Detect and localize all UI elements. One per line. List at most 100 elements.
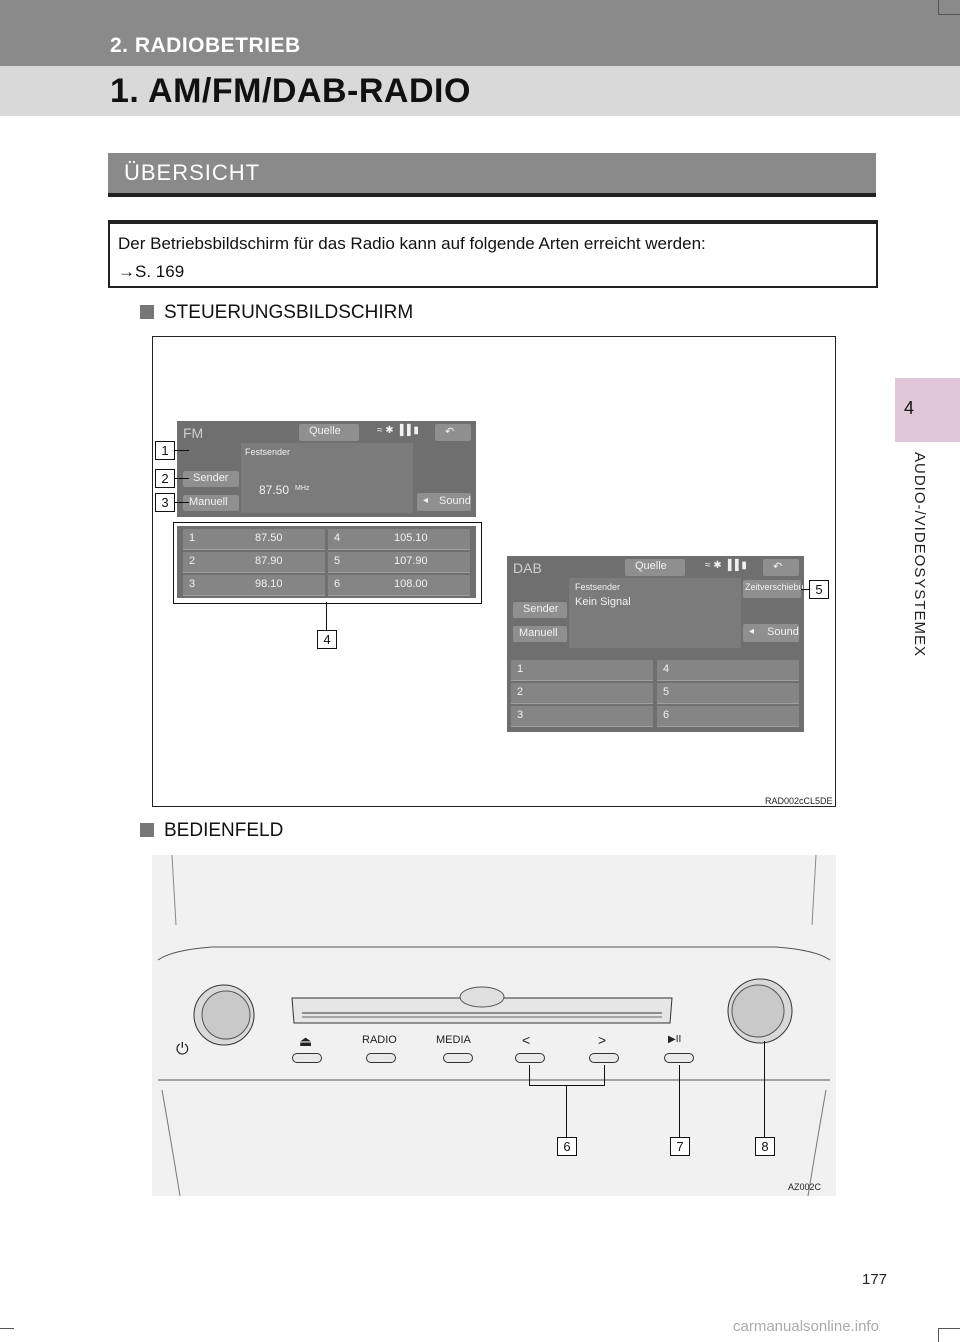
callout-leader <box>566 1085 567 1137</box>
radio-label: RADIO <box>362 1034 397 1046</box>
callout-leader <box>175 450 189 451</box>
callout-2: 2 <box>155 469 175 488</box>
play-pause-icon: ▶II <box>668 1034 682 1045</box>
media-button[interactable] <box>443 1053 473 1063</box>
media-label: MEDIA <box>436 1034 471 1046</box>
panel-drawing <box>157 855 831 1196</box>
chapter-tab <box>895 378 960 442</box>
figure-code: RAD002cCL5DE <box>765 796 833 806</box>
fm-preset-tab: Festsender <box>245 447 291 457</box>
fm-source-button[interactable]: Quelle <box>299 424 359 441</box>
section-label: 2. RADIOBETRIEB <box>110 34 301 57</box>
callout-leader <box>175 502 189 503</box>
crop-mark <box>0 1328 14 1329</box>
callout-leader <box>679 1065 680 1137</box>
fm-frequency: 87.50 <box>259 483 290 497</box>
preset-button[interactable]: 1 <box>511 660 653 681</box>
dab-source-button[interactable]: Quelle <box>625 559 685 576</box>
fm-preset-area <box>241 443 413 513</box>
callout-3: 3 <box>155 493 175 512</box>
speaker-icon: ◂ <box>749 626 755 637</box>
fm-sound-button[interactable]: ◂Sound <box>417 493 471 511</box>
overview-heading-text: ÜBERSICHT <box>124 160 261 185</box>
eject-icon: ⏏ <box>299 1033 313 1049</box>
callout-6: 6 <box>557 1137 577 1156</box>
status-icons: ≈ ✱ ▐▐ ▮ <box>377 425 419 436</box>
preset-button[interactable]: 4 <box>657 660 799 681</box>
header-band <box>0 66 960 116</box>
chapter-title: 1. AM/FM/DAB-RADIO <box>110 72 471 110</box>
chapter-tab-number: 4 <box>904 398 915 418</box>
crop-mark <box>938 0 939 14</box>
overview-text: Der Betriebsbildschirm für das Radio kan… <box>118 230 706 286</box>
seek-back-button[interactable] <box>515 1053 545 1063</box>
callout-leader <box>801 589 809 590</box>
preset-button[interactable]: 6 <box>657 706 799 727</box>
fm-presets-outline <box>173 522 482 604</box>
callout-8: 8 <box>755 1137 775 1156</box>
page-number: 177 <box>862 1271 888 1288</box>
eject-button[interactable] <box>292 1053 322 1063</box>
fm-mode-label: FM <box>183 425 204 441</box>
radio-button[interactable] <box>366 1053 396 1063</box>
overview-text-line1: Der Betriebsbildschirm für das Radio kan… <box>118 234 706 253</box>
subsection-heading: BEDIENFELD <box>140 820 283 842</box>
screen-figure: FM Quelle ≈ ✱ ▐▐ ▮ ↶ Festsender Sender M… <box>152 336 836 807</box>
seek-forward-button[interactable] <box>589 1053 619 1063</box>
crop-mark <box>938 14 960 15</box>
callout-4: 4 <box>317 630 337 649</box>
prev-icon: < <box>522 1032 531 1048</box>
fm-screen: FM Quelle ≈ ✱ ▐▐ ▮ ↶ Festsender Sender M… <box>177 421 476 517</box>
callout-leader <box>326 602 327 630</box>
dab-manual-button[interactable]: Manuell <box>513 626 567 642</box>
callout-leader <box>604 1065 605 1085</box>
fm-back-button[interactable]: ↶ <box>435 424 471 441</box>
overview-heading: ÜBERSICHT <box>108 153 876 197</box>
figure-code: AZ002C <box>788 1182 822 1192</box>
callout-leader <box>764 1041 765 1137</box>
dab-back-button[interactable]: ↶ <box>763 559 799 576</box>
header-bar <box>0 0 960 66</box>
dab-sender-button[interactable]: Sender <box>513 602 567 618</box>
status-icons: ≈ ✱ ▐▐ ▮ <box>705 560 747 571</box>
dab-mode-label: DAB <box>513 560 542 576</box>
control-panel-figure: ⏻ ⏏ RADIO MEDIA < > ▶II 6 7 8 AZ002C <box>152 855 836 1196</box>
callout-5: 5 <box>809 580 829 599</box>
fm-manual-button[interactable]: Manuell <box>183 495 239 511</box>
next-icon: > <box>598 1032 607 1048</box>
callout-1: 1 <box>155 441 175 460</box>
fm-sender-button[interactable]: Sender <box>183 471 239 487</box>
overview-info-box: Der Betriebsbildschirm für das Radio kan… <box>108 220 878 288</box>
square-bullet-icon <box>140 823 154 837</box>
crop-mark <box>938 1328 960 1329</box>
dab-timeshift-button[interactable]: Zeitverschiebu <box>743 580 804 598</box>
callout-leader <box>529 1065 530 1085</box>
power-icon: ⏻ <box>176 1041 189 1058</box>
square-bullet-icon <box>140 305 154 319</box>
callout-leader <box>175 478 189 479</box>
back-arrow-icon: ↶ <box>445 426 455 438</box>
dab-sound-button[interactable]: ◂Sound <box>743 624 799 642</box>
preset-button[interactable]: 3 <box>511 706 653 727</box>
preset-button[interactable]: 2 <box>511 683 653 704</box>
dab-screen: DAB Quelle ≈ ✱ ▐▐ ▮ ↶ Festsender Kein Si… <box>507 556 804 732</box>
fm-unit: MHz <box>295 485 310 492</box>
play-pause-button[interactable] <box>664 1053 694 1063</box>
preset-button[interactable]: 5 <box>657 683 799 704</box>
overview-page-ref: →S. 169 <box>118 262 185 281</box>
callout-7: 7 <box>670 1137 690 1156</box>
footer-watermark: carmanualsonline.info <box>733 1318 879 1335</box>
dab-preset-area <box>569 578 741 648</box>
callout-leader <box>529 1085 605 1086</box>
chapter-tab-text: AUDIO-/VIDEOSYSTEMEX <box>911 452 928 658</box>
subsection-heading: STEUERUNGSBILDSCHIRM <box>140 302 413 324</box>
dab-status: Kein Signal <box>575 596 631 608</box>
speaker-icon: ◂ <box>423 495 429 506</box>
